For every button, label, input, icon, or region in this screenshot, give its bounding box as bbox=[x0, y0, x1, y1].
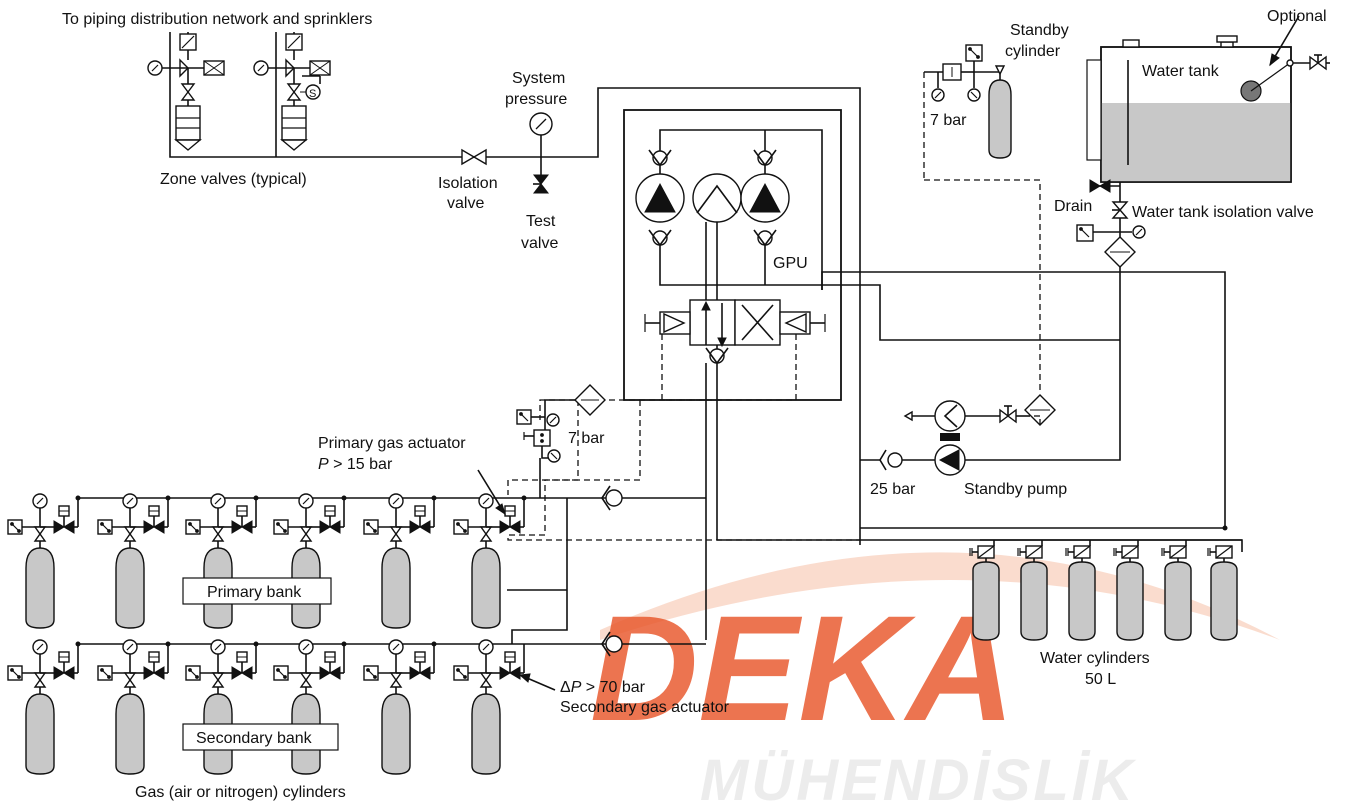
label-primary-actuator-1: Primary gas actuator bbox=[318, 435, 466, 452]
label-gas-cylinders: Gas (air or nitrogen) cylinders bbox=[135, 784, 346, 801]
label-primary-bank: Primary bank bbox=[207, 584, 302, 601]
label-system-pressure-2: pressure bbox=[505, 91, 567, 108]
zone-valve-1 bbox=[147, 32, 225, 151]
label-water-cylinders-1: Water cylinders bbox=[1040, 650, 1150, 667]
label-secondary-actuator-1: ΔP > 70 bar bbox=[560, 679, 646, 696]
svg-text:S: S bbox=[309, 88, 316, 100]
label-standby-pump: Standby pump bbox=[964, 481, 1067, 498]
label-standby-cylinder-2: cylinder bbox=[1005, 43, 1061, 60]
secondary-bank bbox=[7, 639, 525, 775]
label-primary-actuator-2: P > 15 bar bbox=[318, 456, 393, 473]
label-isolation-valve-1: Isolation bbox=[438, 175, 498, 192]
label-water-cylinders-2: 50 L bbox=[1085, 671, 1116, 688]
label-isolation-valve-2: valve bbox=[447, 195, 484, 212]
watermark-brand: DEKA bbox=[590, 584, 1015, 752]
regulator-7bar bbox=[516, 384, 606, 463]
zone-valves: S bbox=[147, 32, 331, 151]
watermark-sub: MÜHENDİSLİK bbox=[700, 748, 1137, 804]
gpu-unit bbox=[623, 109, 1226, 530]
label-secondary-actuator-2: Secondary gas actuator bbox=[560, 699, 730, 716]
label-gpu: GPU bbox=[773, 255, 808, 272]
watermark: DEKA MÜHENDİSLİK bbox=[590, 552, 1280, 804]
label-drain: Drain bbox=[1054, 198, 1092, 215]
test-valve-icon bbox=[532, 174, 550, 185]
label-test-valve-1: Test bbox=[526, 213, 556, 230]
label-zone-valves: Zone valves (typical) bbox=[160, 171, 307, 188]
standby-pump bbox=[860, 394, 1056, 476]
label-water-tank: Water tank bbox=[1142, 63, 1220, 80]
label-standby-7bar: 7 bar bbox=[930, 112, 967, 129]
label-tank-isolation-valve: Water tank isolation valve bbox=[1132, 204, 1314, 221]
label-system-pressure-1: System bbox=[512, 70, 565, 87]
primary-bank bbox=[7, 493, 527, 629]
water-tank bbox=[965, 15, 1330, 461]
zone-valve-2: S bbox=[253, 32, 331, 151]
label-regulator-7bar: 7 bar bbox=[568, 430, 605, 447]
watermark-swoosh bbox=[600, 552, 1280, 640]
label-25bar: 25 bar bbox=[870, 481, 916, 498]
isolation-valve-icon bbox=[461, 148, 476, 166]
standby-cylinder bbox=[923, 44, 1041, 390]
label-piping-network: To piping distribution network and sprin… bbox=[62, 11, 372, 28]
label-standby-cylinder-1: Standby bbox=[1010, 22, 1069, 39]
label-test-valve-2: valve bbox=[521, 235, 558, 252]
label-optional: Optional bbox=[1267, 8, 1327, 25]
label-secondary-bank: Secondary bank bbox=[196, 730, 313, 747]
